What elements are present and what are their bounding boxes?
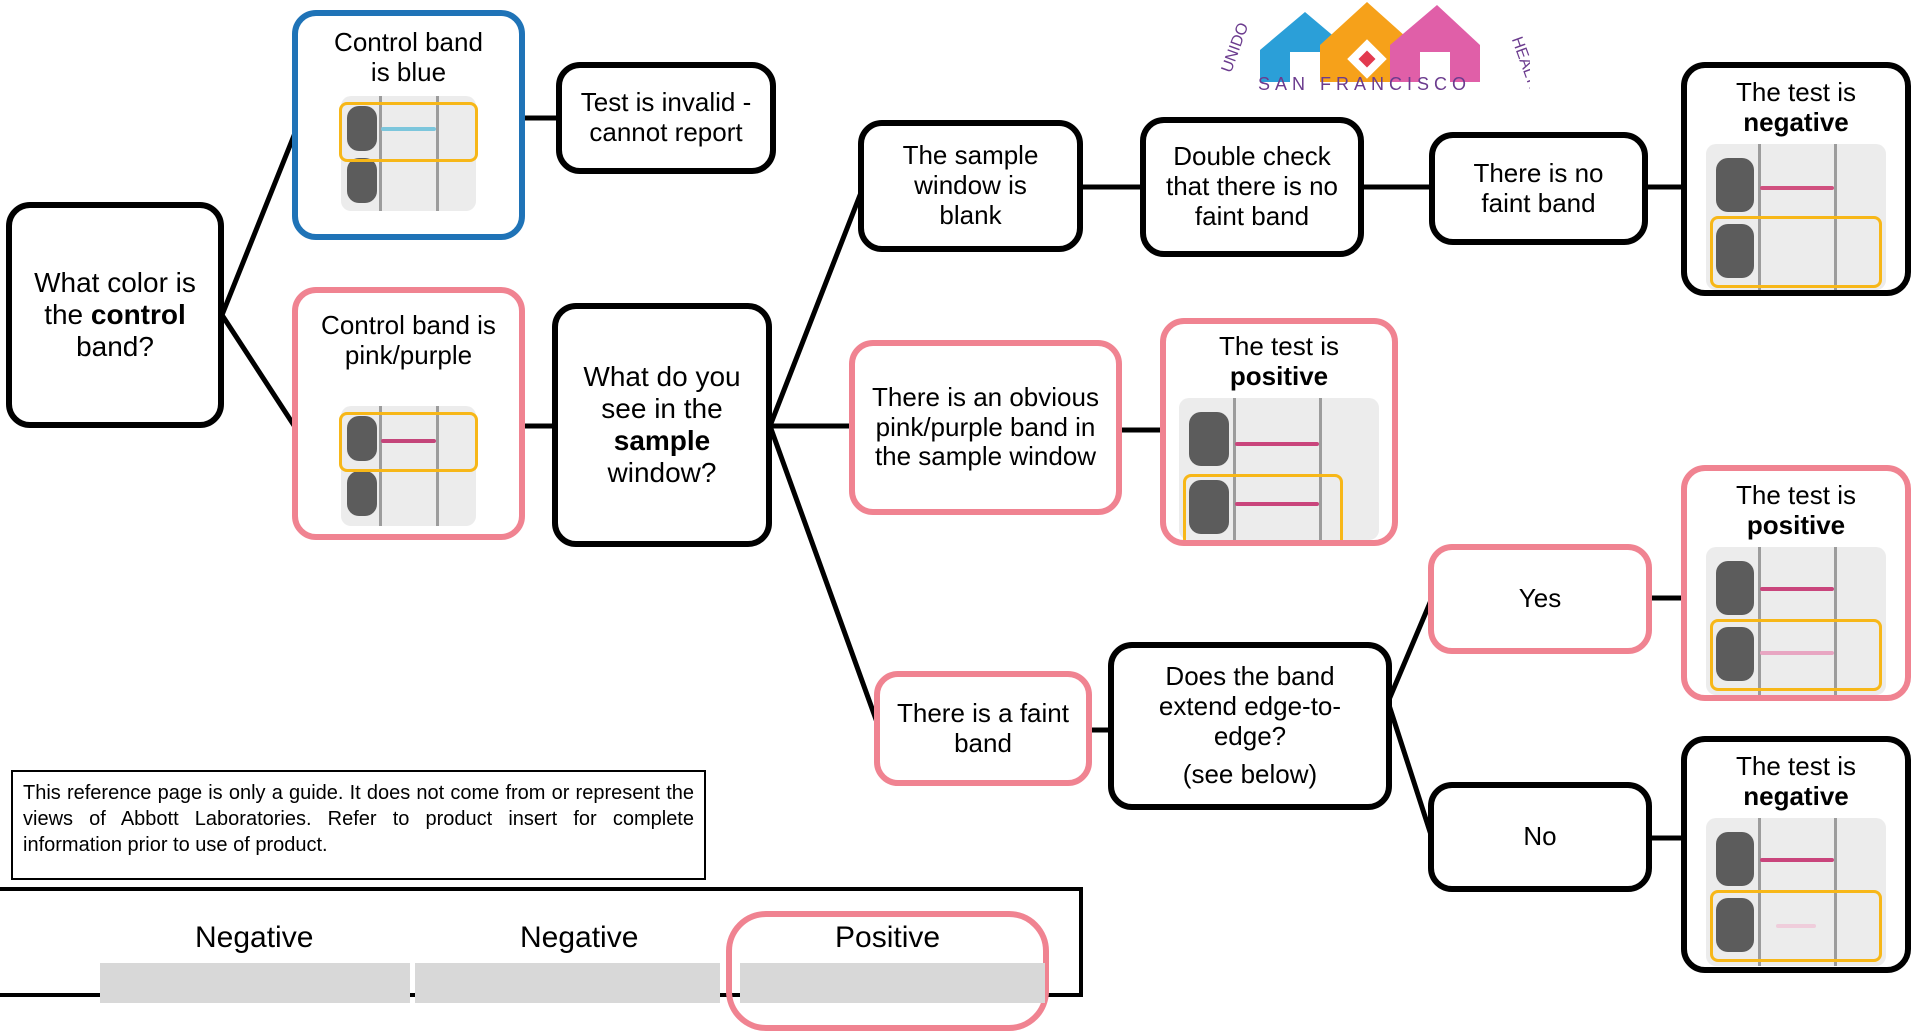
example-label-negative-2: Negative (520, 921, 639, 954)
connector-lines (219, 115, 1688, 841)
question-text: What color is the control band? (34, 266, 196, 363)
edge-note-text: (see below) (1182, 758, 1318, 789)
edge-question-text: Does the band extend edge-to-edge? (1158, 661, 1342, 751)
invalid-text: Test is invalid - cannot report (580, 87, 752, 147)
organization-logo: UNIDO HEALTH SAN FRANCISCO (1205, 0, 1545, 99)
yes-text: Yes (1518, 583, 1562, 614)
example-photo-positive (740, 963, 1045, 1003)
test-strip-image (1179, 397, 1379, 540)
control-pink-text: Control band is pink/purple (321, 310, 496, 370)
control-band-pink-node: Control band is pink/purple (292, 287, 525, 540)
examples-panel: Negative Negative Positive (0, 887, 1083, 1031)
svg-text:HEALTH: HEALTH (1508, 35, 1530, 95)
control-band-blue-node: Control band is blue (292, 10, 525, 240)
logo-city-text: SAN FRANCISCO (1257, 74, 1472, 94)
sample-blank-node: The sample window is blank (858, 120, 1083, 252)
control-color-question: What color is the control band? (6, 202, 224, 428)
faint-text: There is a faint band (897, 697, 1069, 758)
blank-text: The sample window is blank (902, 140, 1039, 230)
yes-node: Yes (1428, 544, 1652, 654)
example-photo-negative-1 (100, 963, 410, 1003)
disclaimer-note: This reference page is only a guide. It … (11, 770, 706, 880)
test-strip-image (1706, 143, 1886, 290)
svg-text:UNIDO: UNIDO (1219, 21, 1253, 75)
example-label-negative-1: Negative (195, 921, 314, 954)
no-node: No (1428, 782, 1652, 892)
obvious-band-node: There is an obvious pink/purple band in … (849, 340, 1122, 515)
no-faint-band-node: There is no faint band (1429, 132, 1648, 245)
no-text: No (1523, 821, 1557, 852)
obvious-text: There is an obvious pink/purple band in … (872, 381, 1099, 472)
test-strip-image (339, 95, 478, 211)
no-faint-text: There is no faint band (1473, 157, 1604, 218)
test-invalid-node: Test is invalid - cannot report (556, 62, 776, 174)
faint-band-node: There is a faint band (874, 671, 1092, 786)
double-check-text: Double check that there is no faint band (1166, 141, 1338, 231)
control-blue-text: Control band is blue (334, 27, 483, 87)
test-strip-image (339, 405, 478, 526)
example-photo-negative-2 (415, 963, 720, 1003)
test-strip-image (1706, 817, 1886, 966)
test-strip-image (1706, 546, 1886, 695)
sample-question-text: What do you see in the sample window? (583, 360, 741, 489)
edge-to-edge-question: Does the band extend edge-to-edge? (see … (1108, 642, 1392, 810)
sample-window-question: What do you see in the sample window? (552, 303, 772, 547)
double-check-node: Double check that there is no faint band (1140, 117, 1364, 257)
houses-logo-icon: UNIDO HEALTH (1219, 2, 1545, 99)
example-label-positive: Positive (835, 921, 941, 954)
